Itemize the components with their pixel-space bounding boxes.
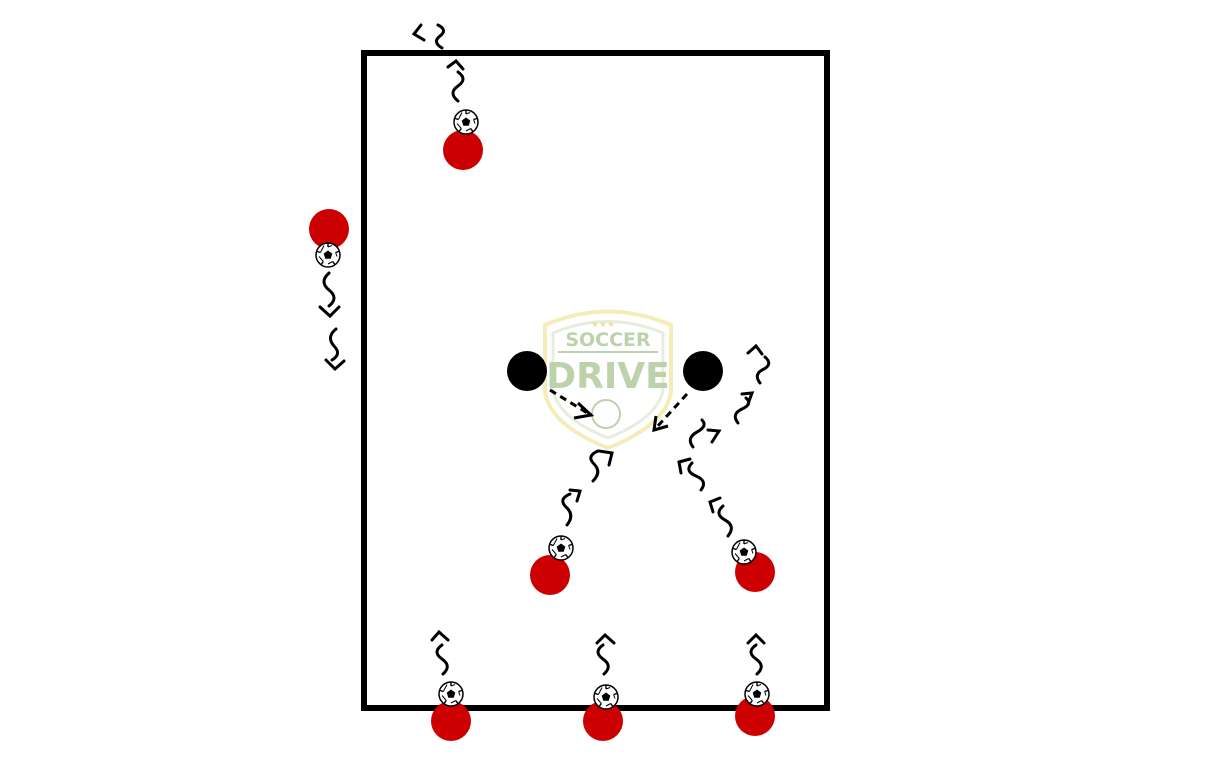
- watermark-line2: DRIVE: [546, 356, 669, 397]
- attacker: [583, 701, 623, 741]
- balls: [315, 109, 770, 710]
- attackers: [309, 130, 775, 741]
- attacker: [443, 130, 483, 170]
- ball-icon: [744, 681, 770, 707]
- defender-run-arrows: [549, 388, 689, 430]
- ball-icon: [593, 684, 619, 710]
- ball-icon: [453, 109, 479, 135]
- soccer-drive-watermark: ★★★ SOCCER DRIVE: [543, 309, 673, 451]
- defender-left: [507, 351, 547, 391]
- attacker: [309, 209, 349, 249]
- defender-arrowheads: [573, 401, 669, 433]
- attacker: [530, 555, 570, 595]
- watermark-line1: SOCCER: [565, 329, 651, 351]
- dribble-paths: [318, 23, 771, 676]
- watermark-shield-icon: [543, 309, 673, 451]
- attacker: [431, 701, 471, 741]
- watermark-stars-icon: ★★★: [591, 319, 615, 329]
- defender-right: [683, 351, 723, 391]
- ball-icon: [438, 681, 464, 707]
- ball-icon: [731, 539, 757, 565]
- ball-icon: [315, 242, 341, 268]
- attacker: [735, 696, 775, 736]
- ball-icon: [548, 535, 574, 561]
